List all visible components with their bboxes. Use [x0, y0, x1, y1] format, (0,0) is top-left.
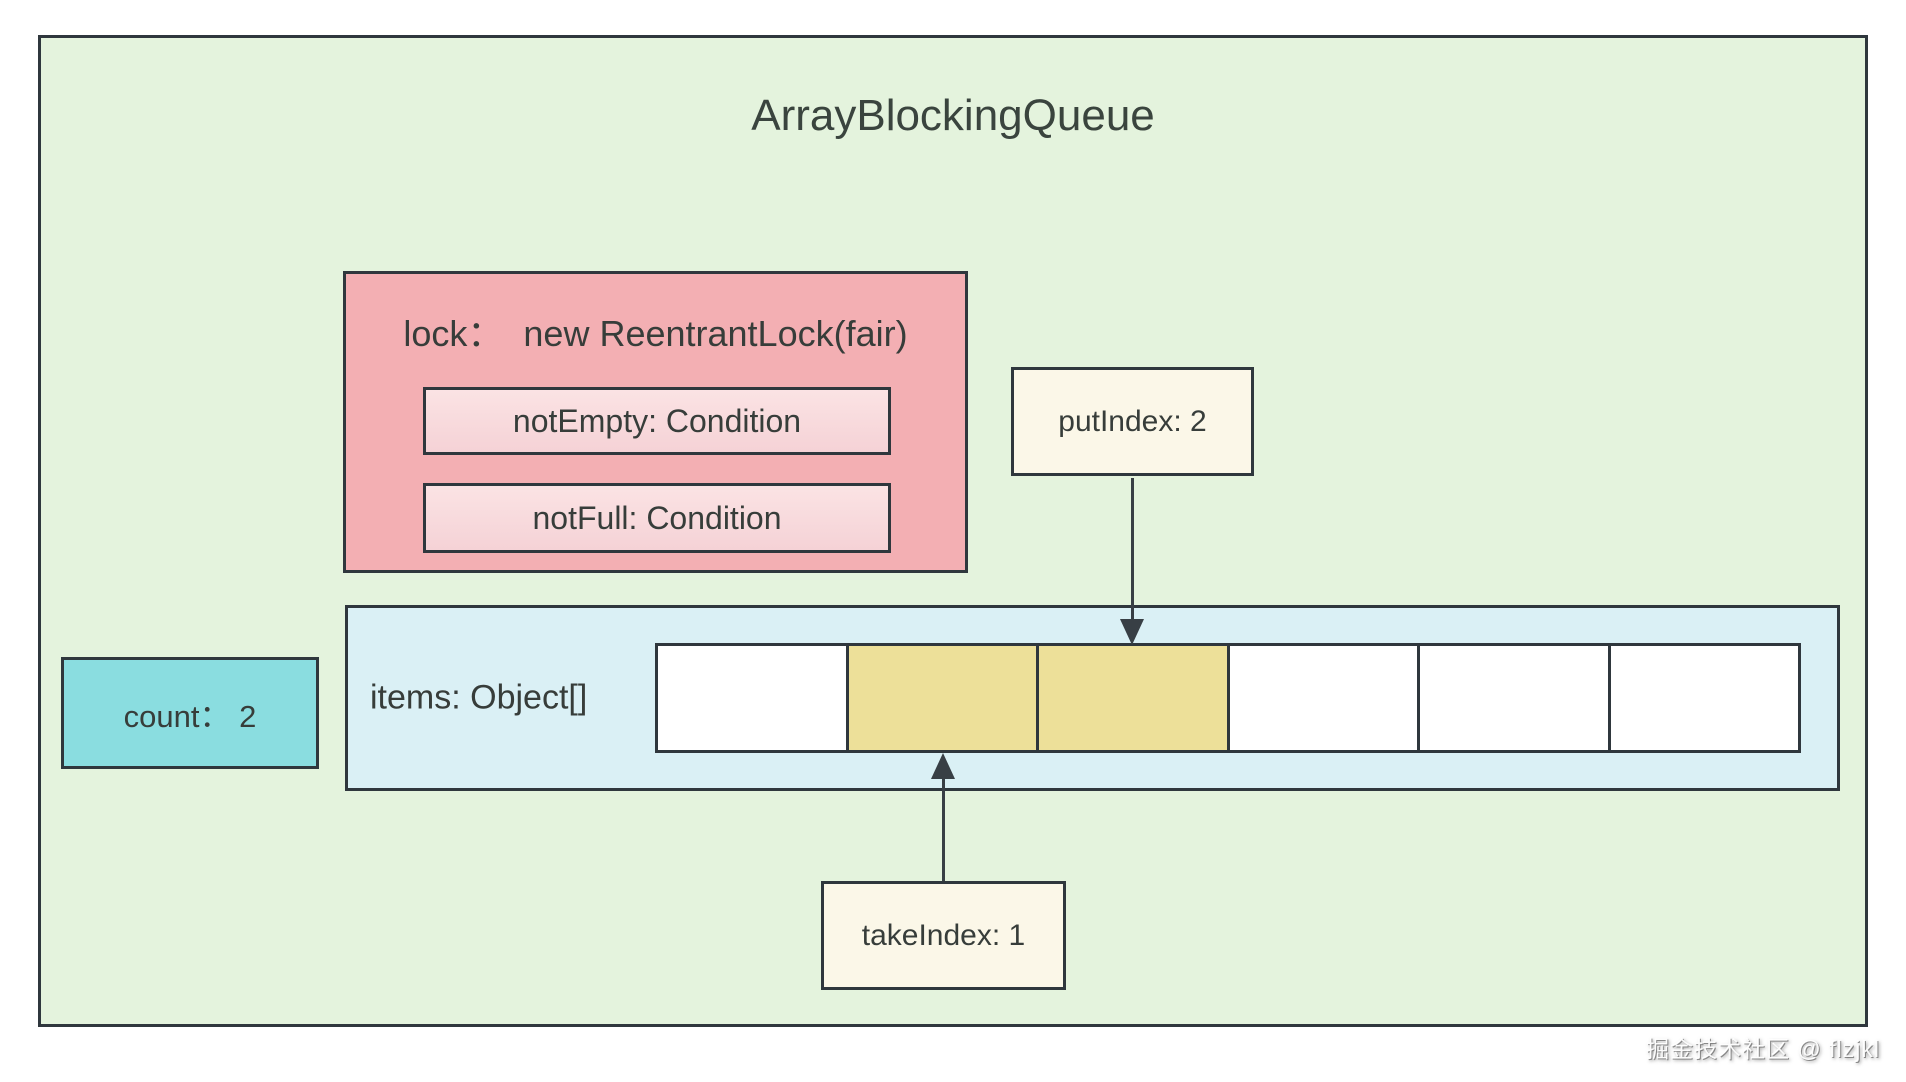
put-index-label: putIndex: 2 — [1058, 404, 1207, 438]
items-array — [655, 643, 1801, 753]
put-index-arrow-head — [1120, 619, 1144, 645]
diagram-title: ArrayBlockingQueue — [751, 91, 1155, 140]
take-index-box: takeIndex: 1 — [821, 881, 1066, 990]
put-index-arrow-line — [1131, 478, 1134, 625]
put-index-box: putIndex: 2 — [1011, 367, 1254, 476]
array-cell-0 — [655, 643, 849, 753]
take-index-arrow-line — [942, 775, 945, 881]
count-box: count： 2 — [61, 657, 319, 769]
array-cell-2 — [1036, 643, 1230, 753]
not-empty-condition-box: notEmpty: Condition — [423, 387, 891, 455]
array-cell-4 — [1417, 643, 1611, 753]
not-full-condition-label: notFull: Condition — [532, 499, 782, 536]
not-empty-condition-label: notEmpty: Condition — [512, 402, 802, 439]
array-blocking-queue-container: ArrayBlockingQueue lock： new ReentrantLo… — [38, 35, 1868, 1027]
count-label: count： 2 — [123, 698, 257, 734]
take-index-arrow-head — [931, 753, 955, 779]
lock-box: lock： new ReentrantLock(fair) notEmpty: … — [343, 271, 968, 573]
array-cell-1 — [845, 643, 1039, 753]
items-label: items: Object[] — [370, 678, 588, 717]
not-full-condition-box: notFull: Condition — [423, 483, 891, 553]
watermark: 掘金技术社区 @ flzjkl — [1646, 1036, 1880, 1062]
array-cell-5 — [1607, 643, 1801, 753]
take-index-label: takeIndex: 1 — [861, 918, 1026, 952]
lock-label: lock： new ReentrantLock(fair) — [403, 313, 908, 354]
array-cell-3 — [1226, 643, 1420, 753]
